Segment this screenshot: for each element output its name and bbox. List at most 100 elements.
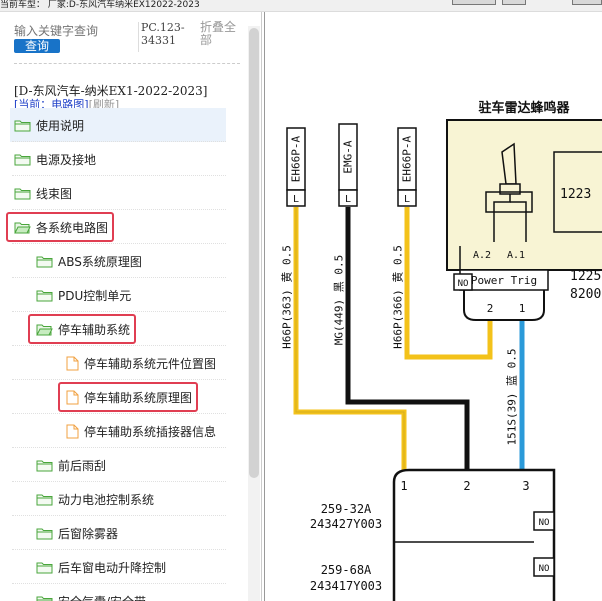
tree-item[interactable]: 停车辅助系统元件位置图 [66, 352, 216, 374]
tree-row-separator [12, 345, 226, 346]
document-icon [66, 390, 79, 405]
connector-tag-eh66p-1 [286, 127, 306, 207]
pin-1-top: 1 [519, 302, 526, 315]
schematic-viewer: EH66P-A EMG-A EH66P-A L L L H66P(363) 黄 … [264, 12, 602, 601]
current-model-text: 当前车型： 厂家:D-东风汽车纳米EX12022-2023 [0, 0, 200, 10]
tree-item[interactable]: 动力电池控制系统 [36, 488, 154, 510]
folder-icon [14, 153, 31, 166]
splice-2-code-a: 259-68A [321, 563, 372, 577]
tree-row-separator [12, 481, 226, 482]
component-id: 1223 [560, 187, 591, 202]
tree-item[interactable]: PDU控制单元 [36, 284, 131, 306]
tree-item[interactable]: 停车辅助系统原理图 [66, 386, 192, 408]
tree-item[interactable]: 后车窗电动升降控制 [36, 556, 166, 578]
wire-label-366: H66P(366) 黄 0.5 [391, 245, 405, 349]
pin-a2: A.2 [473, 250, 491, 261]
pin-2-top: 2 [487, 302, 494, 315]
folder-icon [36, 595, 53, 601]
splice-pin-2: 2 [463, 479, 470, 493]
yellow-wire-366 [404, 207, 493, 360]
tree-item-label: 停车辅助系统 [58, 322, 131, 337]
toolbar-button-1[interactable] [452, 0, 496, 5]
tree-item-label: 使用说明 [36, 118, 85, 133]
tree-row-separator [12, 175, 226, 176]
highlight-box [58, 382, 198, 412]
tree-item[interactable]: 使用说明 [14, 114, 84, 136]
refresh-link[interactable]: [刷新] [88, 98, 120, 111]
pin-a1: A.1 [507, 250, 525, 261]
scrollbar[interactable] [248, 26, 260, 601]
tree-item[interactable]: 线束图 [14, 182, 72, 204]
no-label-1: NO [539, 518, 550, 528]
folder-icon [14, 187, 31, 200]
folder-icon [36, 527, 53, 540]
tree-row-separator [12, 447, 226, 448]
separator [138, 22, 139, 52]
tree-item[interactable]: ABS系统原理图 [36, 250, 142, 272]
connector-tag-emg [338, 123, 358, 207]
internal-block [553, 151, 602, 233]
no-box-component [453, 273, 473, 291]
splice-2-code-b: 243417Y003 [310, 579, 382, 593]
component-title: 驻车雷达蜂鸣器 [478, 100, 570, 116]
tree-item[interactable]: 安全气囊/安全带 [36, 590, 146, 601]
toolbar-button-2[interactable] [502, 0, 526, 5]
tree-row-separator [12, 311, 226, 312]
tree-item[interactable]: 后窗除雾器 [36, 522, 118, 544]
tree-item[interactable]: 各系统电路图 [14, 216, 108, 238]
side-code-2: 8200 [570, 287, 601, 302]
folder-icon [36, 493, 53, 506]
tree-item-label: 动力电池控制系统 [58, 492, 155, 507]
power-trig-label: Power Trig [471, 274, 537, 287]
pin-l-1: L [293, 194, 299, 205]
document-icon [66, 424, 79, 439]
no-label-2: NO [539, 564, 550, 574]
connector-label-2: EMG-A [342, 140, 355, 173]
tree-item[interactable]: 停车辅助系统 [36, 318, 130, 340]
no-box-1 [533, 511, 555, 531]
query-button[interactable]: 查询 [14, 39, 60, 53]
splice-pin-3: 3 [522, 479, 529, 493]
top-status-bar: 当前车型： 厂家:D-东风汽车纳米EX12022-2023 [0, 0, 602, 12]
folder-icon [36, 459, 53, 472]
tree-row-separator [12, 549, 226, 550]
pin-l-2: L [345, 194, 351, 205]
highlight-box [6, 212, 114, 242]
tree-item-label: 停车辅助系统元件位置图 [84, 356, 217, 371]
toolbar-button-3[interactable] [572, 0, 602, 5]
divider [14, 63, 240, 64]
side-code-1: 1225 [570, 269, 601, 284]
scrollbar-thumb[interactable] [249, 28, 259, 478]
black-wire-449 [345, 207, 470, 477]
tree-item-label: ABS系统原理图 [58, 254, 142, 269]
tree-row-separator [12, 277, 226, 278]
folder-icon [36, 561, 53, 574]
no-box-2 [533, 557, 555, 577]
doc-code: PC.123-34331 [141, 21, 185, 47]
connector-tag-eh66p-2 [397, 127, 417, 207]
wire-label-449: MG(449) 黑 0.5 [333, 255, 346, 345]
search-input[interactable] [14, 24, 104, 38]
selected-row-background [10, 108, 226, 142]
tree-row-separator [12, 379, 226, 380]
tree-item[interactable]: 前后雨刮 [36, 454, 106, 476]
tree-row-separator [12, 413, 226, 414]
tree-row-separator [12, 243, 226, 244]
current-label: [当前：电路图] [14, 98, 89, 111]
tree-item[interactable]: 停车辅助系统插接器信息 [66, 420, 216, 442]
tree-item-label: 前后雨刮 [58, 458, 107, 473]
folder-icon [36, 255, 53, 268]
wire-label-151s: 151S(39) 蓝 0.5 [506, 348, 519, 445]
tree-item-label: 停车辅助系统插接器信息 [84, 424, 217, 439]
tree-item-label: 后窗除雾器 [58, 526, 119, 541]
tree-item-label: PDU控制单元 [58, 288, 132, 303]
no-label-component: NO [458, 279, 469, 289]
document-icon [66, 356, 79, 371]
folder-open-icon [14, 221, 31, 234]
tree-item[interactable]: 电源及接地 [14, 148, 96, 170]
tree-item-label: 电源及接地 [36, 152, 97, 167]
tree-row-separator [12, 141, 226, 142]
left-panel: 查询 PC.123-34331 折叠全部 [D-东风汽车-纳米EX1-2022-… [0, 12, 262, 601]
collapse-all-link[interactable]: 折叠全部 [200, 20, 237, 47]
folder-icon [36, 289, 53, 302]
